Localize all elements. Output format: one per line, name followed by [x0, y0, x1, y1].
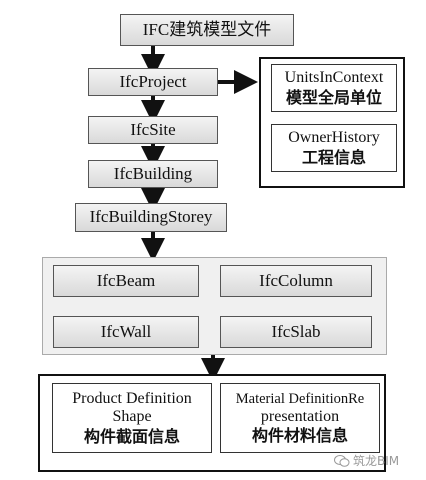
product-definition-cn-label: 构件截面信息	[83, 426, 180, 446]
units-in-context-cn-label: 模型全局单位	[285, 87, 382, 107]
owner-history-box: OwnerHistory 工程信息	[271, 124, 397, 172]
product-definition-box: Product Definition Shape 构件截面信息	[52, 383, 212, 453]
owner-history-label: OwnerHistory	[288, 129, 380, 147]
material-definition-cn-label: 构件材料信息	[251, 425, 348, 445]
material-definition-label-1: Material DefinitionRe	[235, 390, 365, 407]
wechat-icon	[334, 454, 350, 467]
owner-history-cn-label: 工程信息	[301, 147, 366, 167]
ifc-project-box: IfcProject	[88, 68, 218, 96]
product-definition-label-1: Product Definition	[72, 390, 192, 408]
watermark: 筑龙BIM	[334, 452, 399, 469]
watermark-text: 筑龙BIM	[353, 454, 400, 468]
ifc-beam-box: IfcBeam	[53, 265, 199, 297]
material-definition-label-2: presentation	[260, 407, 340, 425]
ifc-building-storey-box: IfcBuildingStorey	[75, 203, 227, 232]
ifc-wall-box: IfcWall	[53, 316, 199, 348]
material-definition-box: Material DefinitionRe presentation 构件材料信…	[220, 383, 380, 453]
product-definition-label-2: Shape	[112, 408, 152, 426]
ifc-site-box: IfcSite	[88, 116, 218, 144]
units-in-context-label: UnitsInContext	[284, 69, 384, 87]
ifc-building-box: IfcBuilding	[88, 160, 218, 188]
units-in-context-box: UnitsInContext 模型全局单位	[271, 64, 397, 112]
ifc-column-box: IfcColumn	[220, 265, 372, 297]
ifc-file-box: IFC建筑模型文件	[120, 14, 294, 46]
ifc-slab-box: IfcSlab	[220, 316, 372, 348]
